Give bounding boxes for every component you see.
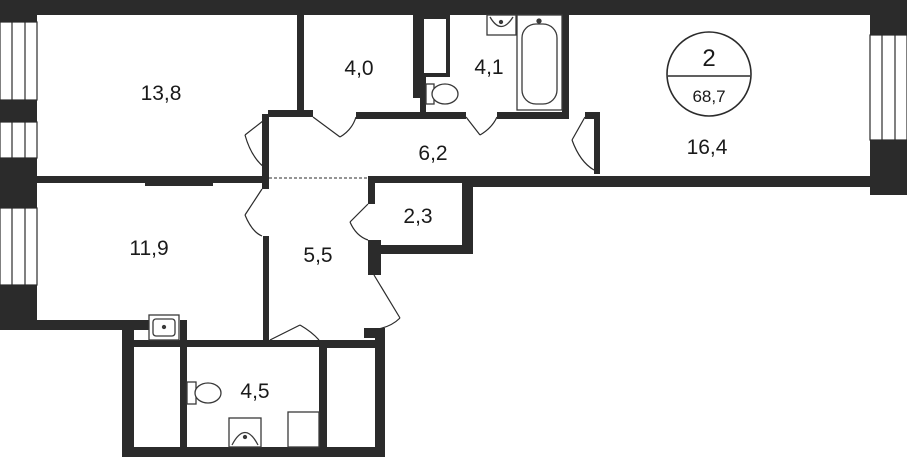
room-area-label: 5,5 (303, 244, 332, 267)
toilet-icon (425, 83, 459, 105)
sink-icon (148, 314, 180, 341)
toilet-icon (186, 381, 222, 405)
apartment-badge: 2 68,7 (666, 31, 752, 117)
sink-icon (486, 14, 517, 36)
room-area-label: 11,9 (129, 237, 168, 260)
room-area-label: 6,2 (418, 142, 447, 165)
washing-machine-icon (287, 411, 320, 448)
fixtures (148, 14, 563, 448)
inner-walls (37, 0, 600, 447)
bathtub-icon (516, 14, 563, 111)
room-area-label: 4,5 (240, 380, 269, 403)
room-count: 2 (702, 45, 715, 72)
doors (244, 116, 595, 341)
room-area-label: 13,8 (141, 82, 182, 105)
room-labels: 13,8 4,0 4,1 16,4 6,2 2,3 11,9 5,5 4,5 (129, 56, 727, 403)
room-area-label: 16,4 (687, 136, 728, 159)
room-area-label: 2,3 (403, 205, 432, 228)
room-area-label: 4,0 (344, 57, 373, 80)
badge-circle (666, 31, 752, 117)
total-area: 68,7 (692, 87, 725, 106)
sink-icon (228, 417, 262, 448)
windows (0, 21, 907, 286)
room-area-label: 4,1 (474, 56, 503, 79)
